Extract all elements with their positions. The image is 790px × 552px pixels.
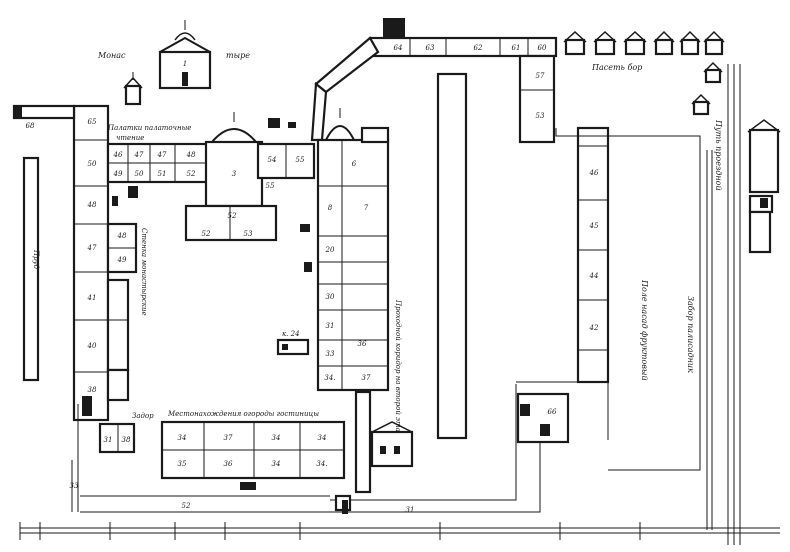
south-fences xyxy=(71,404,330,512)
room-34dot: 34. xyxy=(316,460,327,468)
east-wing-upper xyxy=(518,54,556,144)
room-61: 60 xyxy=(538,44,547,52)
room-48-w: 48 xyxy=(87,201,97,209)
room-38: 38 xyxy=(88,386,97,394)
courtyard-top-label: Палатки палаточные xyxy=(107,124,191,132)
room-6: 6 xyxy=(352,160,357,168)
right-field-label: Поле насад фруктовый xyxy=(640,279,649,381)
room-31: 31 xyxy=(326,322,335,330)
yard-label: Задор xyxy=(132,412,154,420)
room-49: 49 xyxy=(117,256,127,264)
room-65a: 64 xyxy=(394,44,403,52)
room-45: 45 xyxy=(589,222,599,230)
room-63: 62 xyxy=(474,44,483,52)
room-57b: 55 xyxy=(266,182,275,190)
corridor-label: Проходной коридор на второй этаж xyxy=(394,299,402,440)
west-wing xyxy=(12,104,138,422)
room-67: 66 xyxy=(548,408,557,416)
monastery-label-right: тыре xyxy=(226,51,250,60)
central-block xyxy=(316,108,390,392)
gatehouse xyxy=(747,119,781,254)
room-35c: 36 xyxy=(358,340,367,348)
room-52: 52 xyxy=(187,170,196,178)
room-47-w: 47 xyxy=(87,244,97,252)
room-41: 41 xyxy=(87,294,97,302)
room-46: 46 xyxy=(589,169,599,177)
room-33: 33 xyxy=(326,350,335,358)
room-20: 20 xyxy=(325,246,335,254)
room-34c: 34. xyxy=(324,374,335,382)
room-40: 40 xyxy=(87,342,97,350)
room-34v: 34 xyxy=(318,434,327,442)
houses-top-right xyxy=(563,30,725,116)
monastery-label-left: Монас xyxy=(97,51,126,60)
room-33s: 33 xyxy=(70,482,79,490)
room-62: 61 xyxy=(512,44,521,52)
misc-marks xyxy=(82,118,348,514)
room-30: 30 xyxy=(326,293,335,301)
room-36: 36 xyxy=(224,460,233,468)
north-courtyard-wing xyxy=(106,112,316,242)
room-55: 53 xyxy=(536,112,545,120)
room-64: 63 xyxy=(426,44,435,52)
fence-label: Забор палисадник xyxy=(686,296,695,373)
room-53: 52 xyxy=(228,212,237,220)
room-60: 57 xyxy=(536,72,545,80)
room-32: 52 xyxy=(182,502,191,510)
road-label: Путь проездной xyxy=(714,119,723,191)
room-37: 37 xyxy=(224,434,233,442)
room-31s: 31 xyxy=(104,436,113,444)
room-66: 65 xyxy=(88,118,97,126)
room-34s: 34 xyxy=(272,460,281,468)
room-42: 42 xyxy=(589,324,599,332)
monastery-church xyxy=(158,20,212,90)
south-block-label: Местонахождения огороды гостиницы xyxy=(167,410,319,418)
room-31b: 31 xyxy=(406,506,415,514)
room-48-n: 48 xyxy=(186,151,196,159)
courtyard-top-label-b: чтение xyxy=(116,134,144,142)
room-34: 34 xyxy=(178,434,187,442)
room-35: 35 xyxy=(178,460,187,468)
room-55-n: 53 xyxy=(244,230,253,238)
room-50: 50 xyxy=(135,170,144,178)
pond xyxy=(22,156,40,382)
small-chapel xyxy=(123,72,143,106)
room-44: 44 xyxy=(589,272,599,280)
annex-label: к. 24 xyxy=(282,330,300,338)
room-8: 8 xyxy=(328,204,333,212)
room-68: 68 xyxy=(26,122,35,130)
room-1: 1 xyxy=(183,60,187,68)
room-47-n2: 47 xyxy=(157,151,167,159)
room-51: 51 xyxy=(158,170,167,178)
room-47-n: 47 xyxy=(134,151,144,159)
inner-fences-right xyxy=(80,128,701,513)
room-39: 49 xyxy=(113,170,123,178)
room-34b: 34 xyxy=(272,434,281,442)
annex-k24 xyxy=(276,338,310,356)
room-56: 54 xyxy=(268,156,277,164)
room-48: 48 xyxy=(117,232,127,240)
room-46-n: 46 xyxy=(113,151,123,159)
room-36c: 37 xyxy=(362,374,371,382)
room-7: 7 xyxy=(364,204,369,212)
bottom-left-label: Пасеть бор xyxy=(591,63,642,72)
east-wing-lower xyxy=(576,126,610,384)
west-wing-label: Стенка монастырские xyxy=(140,228,148,316)
room-50-w: 50 xyxy=(88,160,97,168)
south-block xyxy=(98,420,346,480)
block-67 xyxy=(516,392,570,444)
pond-label: Пруд xyxy=(32,249,40,270)
room-38s: 38 xyxy=(122,436,131,444)
room-57: 55 xyxy=(296,156,305,164)
room-54: 52 xyxy=(202,230,211,238)
outer-fence xyxy=(19,64,780,545)
room-3: 3 xyxy=(232,170,237,178)
garden-strip xyxy=(436,72,468,440)
